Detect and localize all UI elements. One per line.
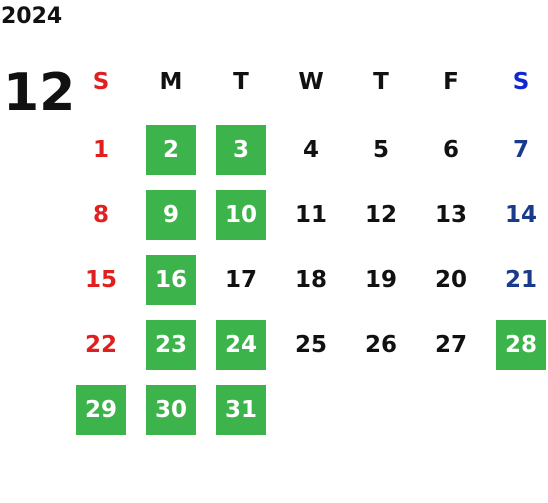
day-cell: 27: [434, 332, 467, 358]
day-cell-highlighted: 29: [76, 385, 126, 435]
day-cell: 22: [84, 332, 117, 358]
weekday-header-friday: F: [443, 69, 459, 95]
day-cell-highlighted: 2: [146, 125, 196, 175]
day-cell-highlighted: 16: [146, 255, 196, 305]
month-label: 12: [3, 63, 76, 123]
day-cell: 13: [434, 202, 467, 228]
day-cell-highlighted: 24: [216, 320, 266, 370]
day-cell: 12: [364, 202, 397, 228]
day-cell: 14: [504, 202, 537, 228]
weekday-header-sunday: S: [92, 69, 110, 95]
day-cell-highlighted: 9: [146, 190, 196, 240]
day-cell: 6: [442, 137, 459, 163]
day-cell-highlighted: 28: [496, 320, 546, 370]
day-cell: 26: [364, 332, 397, 358]
day-cell: 8: [92, 202, 109, 228]
day-cell: 4: [302, 137, 319, 163]
day-cell: 15: [84, 267, 117, 293]
year-label: 2024: [1, 4, 63, 29]
weekday-header-tuesday: T: [233, 69, 249, 95]
day-cell: 18: [294, 267, 327, 293]
day-cell-highlighted: 23: [146, 320, 196, 370]
day-cell: 17: [224, 267, 257, 293]
weekday-header-saturday: S: [512, 69, 530, 95]
day-cell: 20: [434, 267, 467, 293]
day-cell: 11: [294, 202, 327, 228]
day-cell: 5: [372, 137, 389, 163]
day-cell: 21: [504, 267, 537, 293]
day-cell-highlighted: 10: [216, 190, 266, 240]
day-cell: 7: [512, 137, 529, 163]
weekday-header-wednesday: W: [298, 69, 324, 95]
day-cell: 1: [92, 137, 109, 163]
day-cell-highlighted: 31: [216, 385, 266, 435]
day-cell: 25: [294, 332, 327, 358]
day-cell: 19: [364, 267, 397, 293]
day-cell-highlighted: 3: [216, 125, 266, 175]
weekday-header-thursday: T: [373, 69, 389, 95]
day-cell-highlighted: 30: [146, 385, 196, 435]
weekday-header-monday: M: [159, 69, 183, 95]
